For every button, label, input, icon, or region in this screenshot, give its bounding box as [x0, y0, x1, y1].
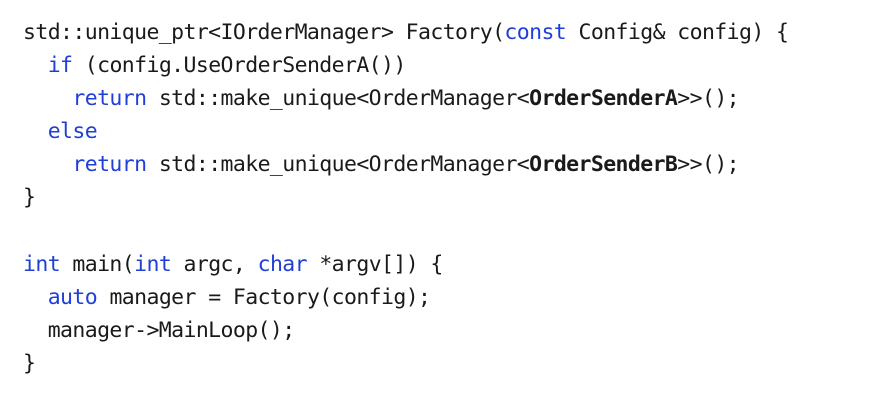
code-text: (config.UseOrderSenderA())	[72, 53, 407, 79]
code-line: manager->MainLoop();	[23, 314, 868, 347]
code-text: Config& config) {	[566, 20, 789, 45]
code-keyword: auto	[47, 284, 98, 310]
code-keyword: else	[47, 119, 98, 145]
code-snippet: std::unique_ptr<IOrderManager> Factory(c…	[23, 16, 868, 380]
indent	[23, 86, 72, 111]
code-line: std::unique_ptr<IOrderManager> Factory(c…	[23, 16, 868, 49]
code-type-emphasis: OrderSenderB	[529, 152, 678, 178]
code-keyword: return	[72, 152, 147, 178]
code-keyword: int	[23, 251, 61, 277]
code-text: *argv[]) {	[306, 251, 443, 277]
indent	[23, 119, 48, 144]
code-text: manager->MainLoop();	[47, 317, 295, 343]
code-line: }	[23, 181, 868, 214]
indent	[23, 53, 48, 78]
code-line: else	[23, 115, 868, 148]
code-text: std::make_unique<OrderManager<	[146, 86, 530, 112]
code-line: return std::make_unique<OrderManager<Ord…	[23, 82, 868, 115]
code-text: main(	[60, 251, 135, 277]
code-keyword: int	[134, 251, 172, 277]
code-line: if (config.UseOrderSenderA())	[23, 49, 868, 82]
code-line: auto manager = Factory(config);	[23, 281, 868, 314]
code-text: argc,	[171, 251, 258, 277]
code-text: }	[23, 350, 36, 376]
code-text: }	[23, 185, 36, 211]
code-type-emphasis: OrderSenderA	[529, 86, 678, 112]
indent	[23, 318, 48, 343]
code-keyword: const	[504, 20, 567, 45]
code-text: >>();	[677, 86, 740, 112]
code-keyword: return	[72, 86, 147, 112]
code-text: std::make_unique<OrderManager<	[146, 152, 530, 178]
code-text: manager = Factory(config);	[97, 284, 431, 310]
code-text: std::unique_ptr<IOrderManager> Factory(	[23, 20, 505, 45]
code-keyword: if	[47, 53, 73, 79]
code-line: return std::make_unique<OrderManager<Ord…	[23, 148, 868, 181]
code-line	[23, 215, 868, 248]
code-text: >>();	[677, 152, 740, 178]
code-line: }	[23, 347, 868, 380]
code-keyword: char	[257, 251, 308, 277]
code-line: int main(int argc, char *argv[]) {	[23, 248, 868, 281]
indent	[23, 285, 48, 310]
indent	[23, 152, 72, 177]
